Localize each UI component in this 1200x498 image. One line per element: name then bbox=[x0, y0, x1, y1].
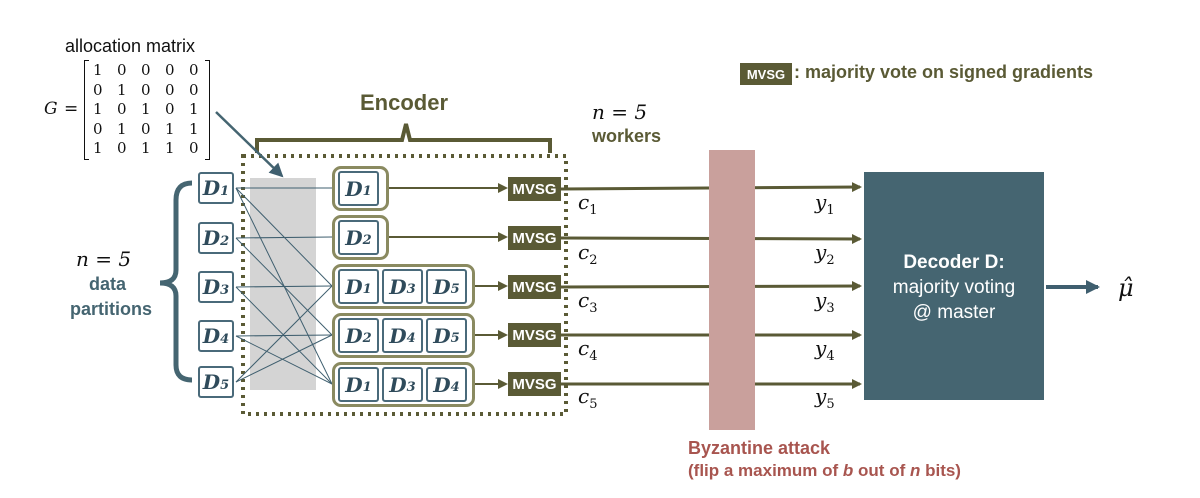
received-y2: y2 bbox=[815, 240, 835, 268]
attack-title: Byzantine attack bbox=[688, 438, 831, 458]
legend-badge: MVSG bbox=[740, 63, 792, 85]
matrix-cell: 1 bbox=[141, 100, 151, 118]
mvsg-worker-4: MVSG bbox=[508, 323, 561, 347]
received-y1: y1 bbox=[815, 190, 835, 218]
matrix-cell: 0 bbox=[117, 61, 127, 79]
decoder-line2: majority voting bbox=[892, 277, 1016, 298]
partitions-label-1: data bbox=[89, 274, 127, 294]
matrix-cell: 0 bbox=[117, 139, 127, 157]
matrix-symbol: G bbox=[44, 99, 58, 119]
legend-text: : majority vote on signed gradients bbox=[794, 62, 1094, 82]
allocation-edge bbox=[235, 286, 333, 385]
received-y3: y3 bbox=[815, 288, 835, 316]
matrix-cell: 1 bbox=[189, 119, 199, 138]
matrix-cell: 0 bbox=[165, 80, 175, 99]
matrix-equals: = bbox=[64, 99, 79, 119]
matrix-cell: 0 bbox=[165, 61, 175, 79]
partitions-count: n = 5 bbox=[76, 247, 132, 271]
output-c2: c2 bbox=[578, 240, 598, 268]
matrix-cell: 0 bbox=[93, 119, 103, 138]
partitions-label-2: partitions bbox=[70, 299, 153, 319]
decoder-title: Decoder D: bbox=[903, 252, 1005, 273]
matrix-cell: 0 bbox=[93, 80, 103, 99]
matrix-cell: 1 bbox=[117, 119, 127, 138]
received-y5: y5 bbox=[815, 384, 835, 412]
allocation-edge bbox=[235, 187, 333, 385]
matrix-cell: 0 bbox=[141, 80, 151, 99]
matrix-cell: 1 bbox=[93, 139, 103, 157]
mvsg-worker-1: MVSG bbox=[508, 177, 561, 201]
mvsg-worker-3: MVSG bbox=[508, 275, 561, 299]
allocation-edge bbox=[235, 335, 333, 385]
attack-band bbox=[709, 150, 755, 430]
allocation-edge bbox=[235, 285, 333, 383]
decoder-line3: @ master bbox=[912, 302, 996, 323]
matrix-cell: 0 bbox=[165, 100, 175, 118]
output-c1: c1 bbox=[578, 190, 598, 218]
matrix-cell: 1 bbox=[141, 139, 151, 157]
matrix-cell: 1 bbox=[117, 80, 127, 99]
matrix-cell: 0 bbox=[189, 61, 199, 79]
matrix-cell: 1 bbox=[165, 139, 175, 157]
mvsg-worker-2: MVSG bbox=[508, 226, 561, 250]
allocation-arrow bbox=[215, 111, 284, 178]
estimate-mu-hat: μ̂ bbox=[1118, 274, 1134, 302]
workers-count: n = 5 bbox=[592, 100, 648, 124]
matrix-cell: 0 bbox=[141, 61, 151, 79]
allocation-edge bbox=[235, 334, 333, 383]
matrix-cell: 1 bbox=[93, 100, 103, 118]
partition-brace bbox=[159, 180, 193, 383]
matrix-cell: 1 bbox=[189, 100, 199, 118]
decoder-box: Decoder D: majority voting @ master bbox=[864, 172, 1044, 400]
matrix-cell: 1 bbox=[165, 119, 175, 138]
allocation-title: allocation matrix bbox=[65, 36, 196, 56]
attack-description: (flip a maximum of b out of n bits) bbox=[688, 461, 961, 480]
received-y4: y4 bbox=[815, 336, 835, 364]
matrix-cell: 0 bbox=[189, 80, 199, 99]
encoder-frame bbox=[241, 154, 568, 416]
matrix-cell: 1 bbox=[93, 61, 103, 79]
output-c4: c4 bbox=[578, 336, 598, 364]
output-c5: c5 bbox=[578, 384, 598, 412]
mvsg-worker-5: MVSG bbox=[508, 372, 561, 396]
encoder-label: Encoder bbox=[360, 90, 449, 115]
output-c3: c3 bbox=[578, 288, 598, 316]
workers-label: workers bbox=[592, 126, 662, 146]
matrix-cell: 0 bbox=[189, 139, 199, 157]
matrix-cell: 0 bbox=[141, 119, 151, 138]
matrix-cell: 0 bbox=[117, 100, 127, 118]
encoder-brace bbox=[255, 123, 552, 153]
allocation-edge bbox=[235, 187, 333, 287]
